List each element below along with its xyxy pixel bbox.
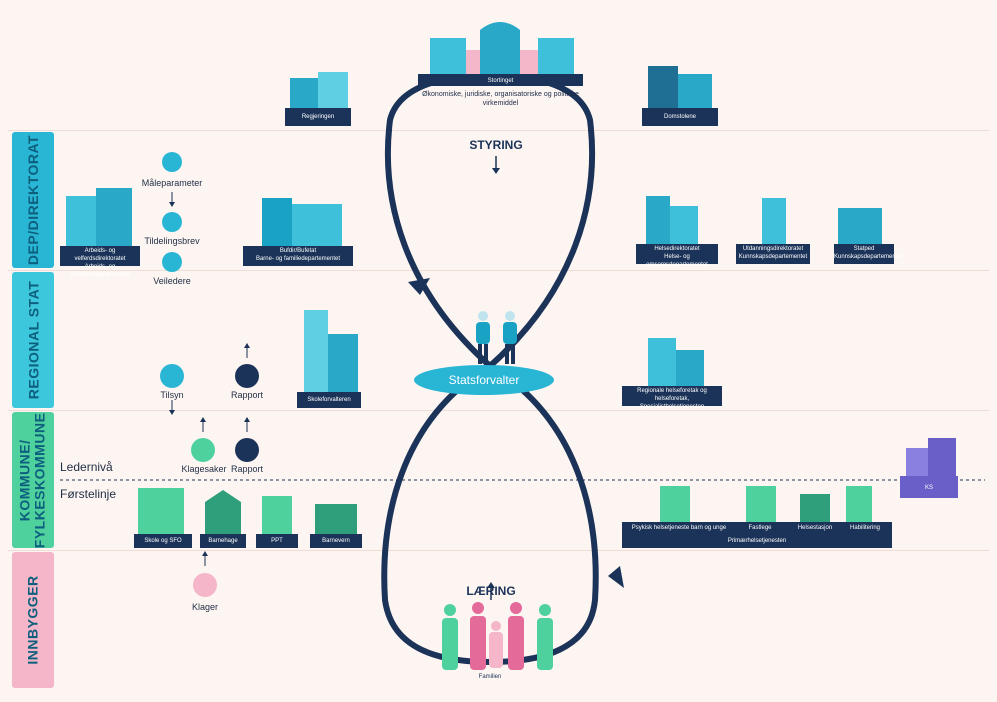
tildelingsbrev-icon [162, 212, 182, 232]
statped-label-2: Kunnskapsdepartementet [834, 254, 903, 261]
helse-building [636, 196, 718, 264]
habilitering-label: Habilitering [849, 525, 880, 531]
statsforvalter-people-icon [476, 311, 517, 364]
statped-building [834, 208, 894, 264]
row-divider-top [8, 130, 989, 131]
barnevern-building [310, 504, 362, 548]
ledernivaa-label: Ledernivå [60, 460, 113, 474]
row-label-dep: DEP/DIREKTORAT [12, 132, 54, 268]
tilsyn-label: Tilsyn [160, 390, 184, 400]
row-label-regional: REGIONAL STAT [12, 272, 54, 408]
arbeid-building [60, 188, 140, 266]
loop-arrow-up-left [408, 278, 430, 295]
bufdir-building [243, 198, 353, 266]
barnehage-label: Barnehage [208, 538, 238, 544]
klagesaker-label: Klagesaker [181, 464, 227, 474]
helsestasjon-label: Helsestasjon [797, 525, 833, 531]
arbeid-label-2: Arbeids- og velferdsdepartementet [70, 264, 130, 279]
statsforvalter-label: Statsforvalter [448, 373, 520, 387]
barnehage-building [200, 490, 246, 548]
learning-loop-lower [381, 363, 599, 666]
loop-arrow-up-right [608, 566, 624, 588]
psykisk-label: Psykisk helsetjeneste barn og unge [631, 525, 727, 531]
klager-label: Klager [191, 602, 218, 612]
statped-label-1: Statped [853, 246, 875, 252]
barnevern-label: Barnevern [322, 538, 350, 544]
maleparameter-label: Måleparameter [141, 178, 203, 188]
governance-loop-upper [384, 71, 596, 369]
familien-people-icon [442, 602, 553, 670]
helseforetak-building [622, 338, 722, 406]
udir-label-1: Utdanningsdirektoratet [742, 246, 804, 252]
skole-building [134, 488, 192, 548]
ppt-label: PPT [271, 538, 283, 544]
row-label-kommune: KOMMUNE/ FYLKESKOMMUNE [12, 412, 54, 548]
domstolene-label: Domstolene [663, 114, 696, 120]
veiledere-label: Veiledere [153, 276, 191, 286]
regjeringen-label: Regjeringen [301, 114, 335, 120]
fastlege-label: Fastlege [748, 525, 772, 531]
forstelinje-label: Førstelinje [60, 487, 117, 501]
maleparameter-icon [162, 152, 182, 172]
row-label-innbygger: INNBYGGER [12, 552, 54, 688]
row-divider-regional [8, 270, 989, 271]
helse-label-2: Helse- og omsorgsdepartementet [646, 254, 708, 269]
ppt-building [256, 496, 298, 548]
ks-label: KS [924, 485, 933, 491]
skole-label: Skole og SFO [144, 538, 182, 544]
udir-label-2: Kunnskapsdepartementet [738, 254, 808, 261]
rapport-icon-regional [235, 364, 259, 388]
primaer-buildings [622, 486, 892, 548]
arbeid-label-1: Arbeids- og velferdsdirektoratet [74, 248, 126, 263]
familien-label: Familien [478, 674, 502, 680]
rapport-label-regional: Rapport [230, 390, 264, 400]
helseforetak-label: Regionale helseforetak og helseforetak, … [637, 388, 707, 411]
helse-label-1: Helsedirektoratet [654, 246, 700, 252]
ks-building [900, 438, 958, 498]
veiledere-icon [162, 252, 182, 272]
primaer-label: Primærhelsetjenesten [727, 538, 787, 544]
klager-icon [193, 573, 217, 597]
skoleforvalteren-label: Skoleforvalteren [307, 397, 351, 403]
row-divider-innbygger [8, 550, 989, 551]
domstolene-building [642, 66, 718, 126]
skoleforvalteren-building [297, 310, 361, 408]
tildelingsbrev-label: Tildelingsbrev [144, 236, 200, 246]
rapport-label-kommune: Rapport [230, 464, 264, 474]
stortinget-label: Stortinget [487, 78, 514, 84]
tilsyn-icon [160, 364, 184, 388]
laering-label: LÆRING [466, 584, 516, 598]
stortinget-building [418, 22, 583, 86]
row-divider-kommune [8, 410, 989, 411]
bufdir-label-1: Bufdir/Bufetat [279, 248, 317, 254]
bufdir-label-2: Barne- og familiedepartementet [255, 256, 341, 263]
styring-label: STYRING [469, 138, 523, 152]
udir-building [736, 198, 810, 264]
rapport-icon-kommune [235, 438, 259, 462]
klagesaker-icon [191, 438, 215, 462]
statsforvalter-ellipse [414, 365, 554, 395]
regjeringen-building [285, 72, 351, 126]
stortinget-caption: Økonomiske, juridiske, organisatoriske o… [422, 91, 579, 108]
